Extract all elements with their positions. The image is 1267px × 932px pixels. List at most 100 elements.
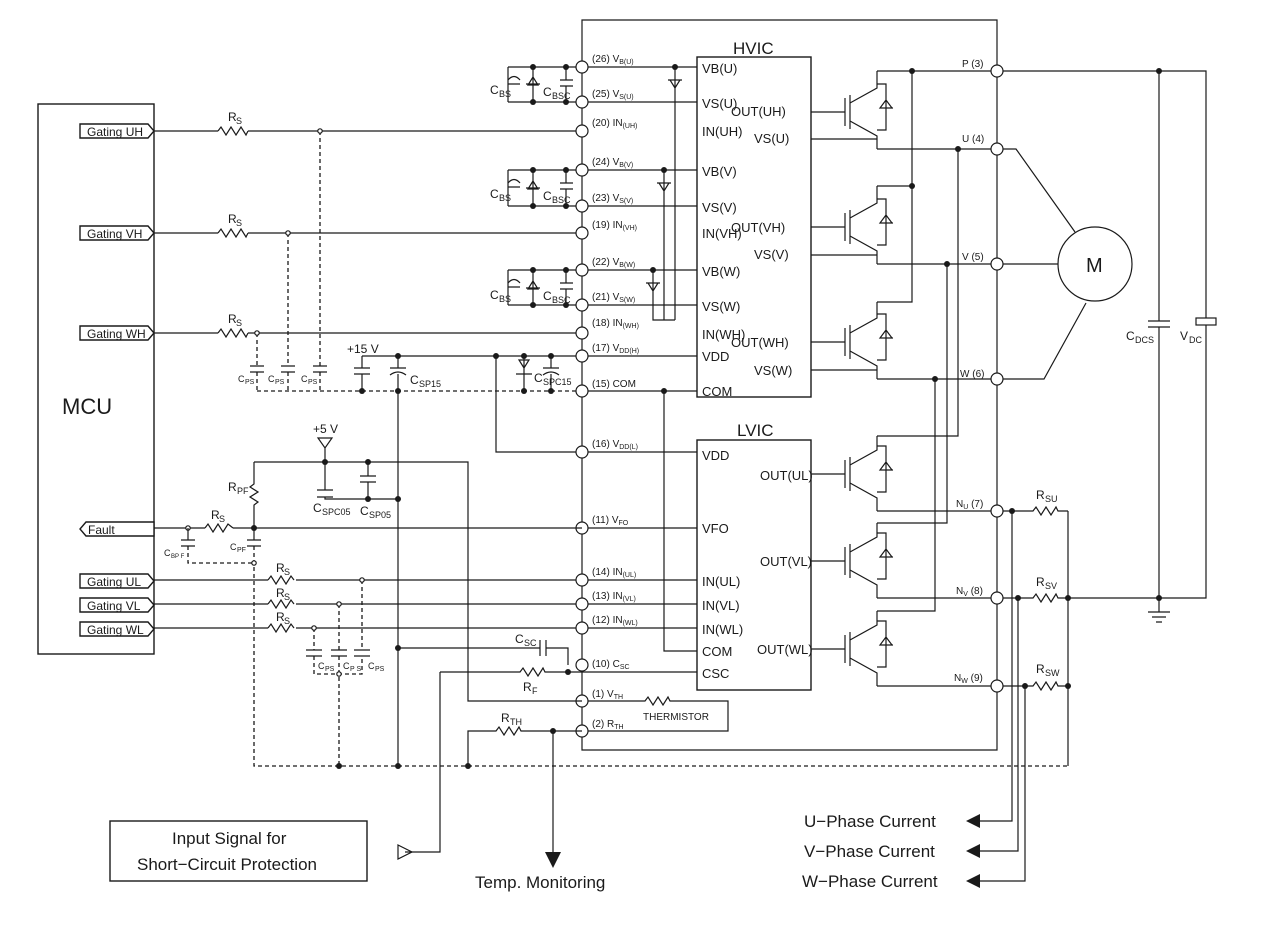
svg-text:C: C [301,374,308,384]
igbt-switches [811,71,894,686]
svg-text:Gating VH: Gating VH [87,227,142,241]
mcu-block [37,103,155,655]
svg-text:PS: PS [245,379,255,386]
svg-text:(20) IN(UH): (20) IN(UH) [592,118,637,130]
mcu-port-gating-vh: Gating VH [79,225,155,241]
hvic-title: HVIC [733,39,774,58]
svg-text:C: C [490,187,499,201]
svg-text:R: R [228,480,237,494]
svg-text:OUT(UL): OUT(UL) [760,468,813,483]
svg-text:Gating UL: Gating UL [87,575,141,589]
svg-text:W (6): W (6) [960,369,984,380]
svg-text:Gating VL: Gating VL [87,599,141,613]
internal-bootstrap-diodes [582,64,697,652]
svg-text:(19) IN(VH): (19) IN(VH) [592,220,637,232]
svg-text:SPC05: SPC05 [322,507,351,517]
svg-text:VS(W): VS(W) [754,363,792,378]
input-signal-line2: Short−Circuit Protection [137,855,317,874]
svg-text:R: R [523,680,532,694]
mcu-port-gating-ul: Gating UL [79,573,155,589]
svg-text:(22) VB(W): (22) VB(W) [592,257,635,269]
svg-text:Gating WH: Gating WH [87,327,146,341]
svg-text:VB(W): VB(W) [702,264,740,279]
igbt-vl [811,523,894,598]
svg-text:C: C [490,288,499,302]
svg-text:DC: DC [1189,335,1202,345]
svg-text:(17) VDD(H): (17) VDD(H) [592,343,639,355]
svg-text:OUT(VH): OUT(VH) [731,220,785,235]
svg-text:C: C [268,374,275,384]
power-wiring [811,68,997,687]
svg-text:PS: PS [308,379,318,386]
svg-text:(1) VTH: (1) VTH [592,689,623,701]
svg-text:R: R [1036,662,1045,676]
svg-text:F: F [532,686,538,696]
svg-text:C: C [534,371,543,385]
svg-text:(13) IN(VL): (13) IN(VL) [592,591,636,603]
svg-text:PS: PS [325,666,335,673]
lvic-title: LVIC [737,421,774,440]
svg-text:COM: COM [702,644,732,659]
svg-text:OUT(WH): OUT(WH) [731,335,789,350]
svg-text:VB(U): VB(U) [702,61,737,76]
svg-text:R: R [276,610,285,624]
svg-text:VS(U): VS(U) [702,96,737,111]
svg-text:(26) VB(U): (26) VB(U) [592,54,634,66]
svg-text:C: C [360,504,369,518]
svg-text:OUT(WL): OUT(WL) [757,642,813,657]
svg-text:(11) VFO: (11) VFO [592,515,629,527]
svg-text:R: R [1036,488,1045,502]
igbt-wl [811,611,894,686]
svg-text:VB(V): VB(V) [702,164,737,179]
svg-text:PF: PF [237,486,249,496]
svg-text:U (4): U (4) [962,134,984,145]
svg-text:(25) VS(U): (25) VS(U) [592,89,634,101]
svg-text:C: C [410,373,419,387]
svg-text:THERMISTOR: THERMISTOR [643,712,709,723]
svg-text:C: C [313,501,322,515]
v-phase-current-label: V−Phase Current [804,842,935,861]
module-pins-right: P (3) U (4) V (5) W (6) NU (7) NV (8) NW… [954,59,1004,693]
svg-text:R: R [276,586,285,600]
svg-text:R: R [228,312,237,326]
svg-text:C: C [1126,329,1135,343]
svg-text:OUT(UH): OUT(UH) [731,104,786,119]
hvic-pin-labels: VB(U) VS(U) IN(UH) VB(V) VS(V) IN(VH) VB… [702,61,792,399]
svg-text:VS(W): VS(W) [702,299,740,314]
svg-text:SPC15: SPC15 [543,377,572,387]
svg-text:(12) IN(WL): (12) IN(WL) [592,615,638,627]
input-signal-box [109,820,368,882]
svg-text:V (5): V (5) [962,252,984,263]
svg-text:VDD: VDD [702,349,729,364]
svg-text:(21) VS(W): (21) VS(W) [592,292,635,304]
svg-text:S: S [284,592,290,602]
lvic-block [696,439,812,691]
svg-text:Fault: Fault [88,523,115,537]
svg-text:IN(WL): IN(WL) [702,622,743,637]
svg-text:Gating UH: Gating UH [87,125,143,139]
svg-text:(2) RTH: (2) RTH [592,719,624,731]
svg-text:COM: COM [702,384,732,399]
svg-text:BSC: BSC [552,91,571,101]
svg-text:R: R [1036,575,1045,589]
svg-text:IN(UH): IN(UH) [702,124,742,139]
w-phase-current-label: W−Phase Current [802,872,938,891]
svg-text:BS: BS [499,89,511,99]
mcu-port-gating-wh: Gating WH [79,325,155,341]
svg-text:P (3): P (3) [962,59,984,70]
svg-text:(24) VB(V): (24) VB(V) [592,157,633,169]
svg-text:C: C [318,661,325,671]
svg-text:+15 V: +15 V [347,342,379,356]
igbt-ul [811,436,894,511]
output-labels: Input Signal for Short−Circuit Protectio… [109,812,938,892]
svg-text:P S: P S [350,666,361,673]
